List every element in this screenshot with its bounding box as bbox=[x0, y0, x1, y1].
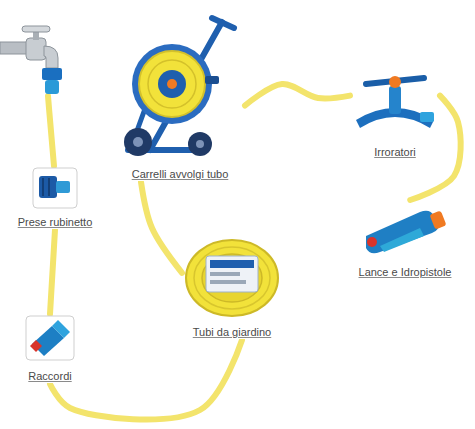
gun-body bbox=[366, 211, 438, 254]
reel-hose bbox=[139, 51, 205, 117]
hose-reel-cart-illustration bbox=[124, 18, 234, 156]
faucet-handle bbox=[22, 26, 50, 32]
category-label: Raccordi bbox=[26, 369, 73, 383]
reel-side bbox=[132, 44, 212, 124]
adapter-grip bbox=[42, 178, 44, 196]
sprinkler-pivot bbox=[389, 76, 401, 88]
faucet-illustration bbox=[0, 26, 62, 94]
sprinkler-inlet bbox=[420, 112, 434, 122]
reel-axle bbox=[167, 79, 177, 89]
fitting-end bbox=[52, 320, 70, 338]
reel-hose bbox=[148, 60, 196, 108]
icon-frame bbox=[26, 316, 74, 360]
adapter-body bbox=[39, 176, 57, 198]
hose-reel-cart-node: Carrelli avvolgi tubo bbox=[115, 12, 245, 182]
category-label: Tubi da giardino bbox=[191, 325, 273, 339]
hose-connector bbox=[141, 182, 182, 273]
gun-nozzle bbox=[429, 210, 446, 229]
hose-tag bbox=[206, 256, 258, 292]
tap-adapter-illustration bbox=[33, 168, 77, 208]
category-label: Lance e Idropistole bbox=[357, 265, 454, 279]
tap-connector bbox=[45, 80, 59, 94]
tag-band bbox=[210, 260, 254, 268]
hose-connector bbox=[410, 96, 460, 200]
fitting-ring bbox=[30, 340, 42, 352]
sprinkler-illustration bbox=[356, 76, 434, 128]
faucet-body bbox=[26, 38, 46, 60]
icon-frame bbox=[33, 168, 77, 208]
hose-connector bbox=[50, 230, 55, 314]
fitting-node: Raccordi bbox=[22, 314, 77, 384]
tap-connector bbox=[42, 68, 62, 80]
reel-crank bbox=[205, 76, 219, 84]
sprinkler-node: Irroratori bbox=[350, 68, 440, 160]
category-label: Prese rubinetto bbox=[16, 215, 95, 229]
fitting-illustration bbox=[26, 316, 74, 360]
adapter-nozzle bbox=[56, 181, 70, 193]
hose-connector bbox=[50, 340, 242, 420]
hose-line bbox=[48, 96, 54, 166]
tap-adapter-node: Prese rubinetto bbox=[12, 168, 99, 230]
cart-wheel bbox=[124, 128, 152, 156]
reel-hub bbox=[158, 70, 186, 98]
spray-gun-illustration bbox=[366, 210, 447, 253]
hose-coil bbox=[202, 254, 262, 302]
faucet-spout bbox=[44, 46, 58, 68]
wheel-hub bbox=[196, 140, 204, 148]
tag-band bbox=[210, 272, 240, 276]
hose-coil bbox=[186, 240, 278, 316]
tag-band bbox=[210, 280, 246, 284]
wheel-hub bbox=[133, 137, 143, 147]
sprinkler-body bbox=[389, 86, 401, 114]
cart-wheel bbox=[188, 132, 212, 156]
adapter-grip bbox=[48, 178, 50, 196]
gun-grip bbox=[380, 228, 424, 252]
hose-coil bbox=[194, 247, 270, 309]
garden-hose-illustration bbox=[186, 240, 278, 316]
category-label: Carrelli avvolgi tubo bbox=[130, 167, 231, 181]
spray-gun-node: Lance e Idropistole bbox=[353, 200, 458, 280]
category-label: Irroratori bbox=[372, 145, 418, 159]
gun-ring bbox=[367, 237, 377, 247]
cart-grip bbox=[212, 18, 234, 28]
hose-connector bbox=[245, 84, 350, 106]
garden-hose-node: Tubi da giardino bbox=[182, 228, 282, 340]
